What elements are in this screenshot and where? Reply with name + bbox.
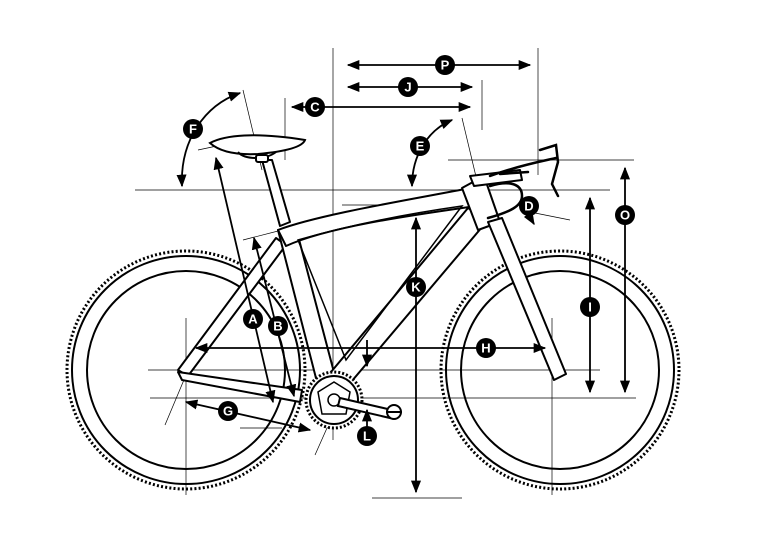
badge-f: F [183,119,203,139]
svg-text:H: H [481,341,490,356]
svg-text:O: O [620,208,630,223]
badge-b: B [268,316,288,336]
svg-text:A: A [248,312,258,327]
svg-text:I: I [588,300,592,315]
badge-e: E [410,136,430,156]
arrow-g [184,399,312,433]
badge-h: H [476,338,496,358]
badge-j: J [398,77,418,97]
bike-frame [177,159,567,403]
badge-l: L [357,426,377,446]
front-wheel [439,249,681,491]
svg-text:P: P [441,58,450,73]
svg-text:B: B [273,319,282,334]
handlebar [486,143,560,220]
svg-text:L: L [363,429,371,444]
frame-inner-outline [296,205,464,362]
svg-text:E: E [416,139,425,154]
badge-i: I [580,297,600,317]
svg-text:F: F [189,122,197,137]
badge-o: O [615,205,635,225]
svg-text:K: K [411,280,421,295]
badge-k: K [406,277,426,297]
badge-g: G [218,401,238,421]
svg-text:G: G [223,404,233,419]
badge-p: P [435,55,455,75]
badge-d: D [519,196,539,216]
badge-c: C [305,97,325,117]
svg-text:D: D [524,199,533,214]
saddle [208,134,307,163]
svg-text:J: J [404,80,411,95]
crankset [304,370,402,430]
label-badges: P J C F E D O K I A B H G L [183,55,635,446]
svg-text:C: C [310,100,320,115]
badge-a: A [243,309,263,329]
